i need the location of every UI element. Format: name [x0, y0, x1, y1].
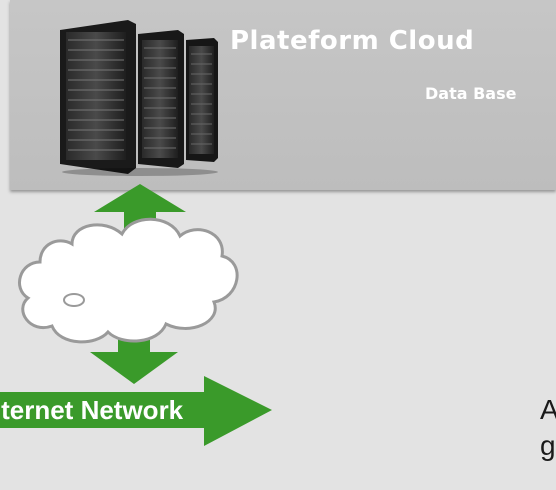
internet-network-arrow	[0, 376, 272, 446]
platform-title: Plateform Cloud	[230, 26, 475, 56]
side-text: A g	[540, 392, 556, 464]
side-text-line2: g	[540, 430, 556, 461]
cloud-icon	[18, 217, 239, 344]
down-arrow	[90, 330, 178, 384]
up-arrow	[94, 184, 186, 236]
server-rack-icon	[60, 20, 218, 176]
platform-subtitle: Data Base	[425, 84, 517, 103]
internet-network-label: Internet Network	[0, 395, 184, 425]
side-text-line1: A	[540, 394, 556, 425]
